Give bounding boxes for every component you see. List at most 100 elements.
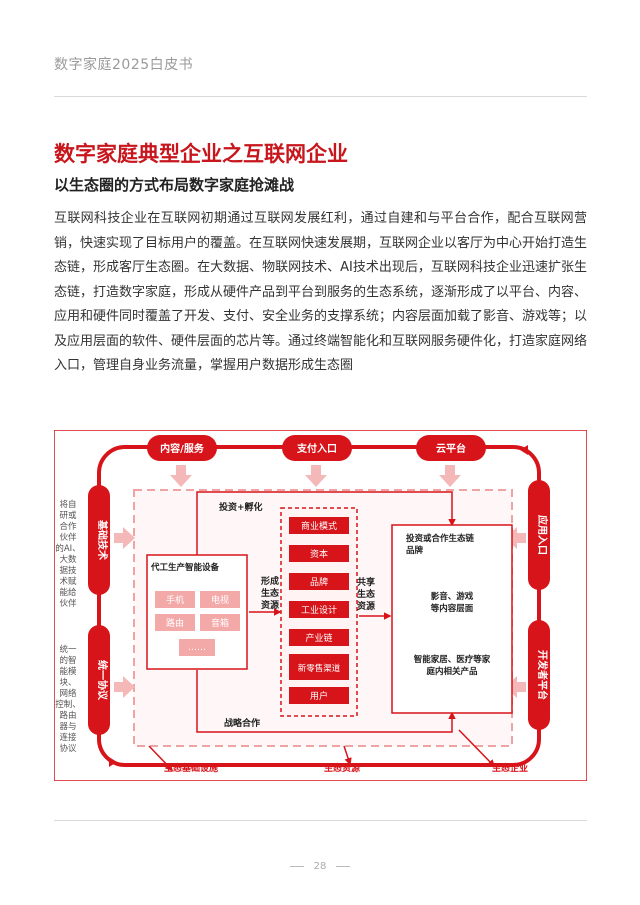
svg-text:内容/服务: 内容/服务 [160,442,205,455]
svg-text:工业设计: 工业设计 [301,604,337,616]
svg-text:支付入口: 支付入口 [296,442,337,455]
resource-users: 用户 [289,687,349,704]
svg-text:用户: 用户 [310,690,328,702]
svg-text:能给: 能给 [59,587,77,598]
svg-text:新零售渠道: 新零售渠道 [298,663,341,674]
invest-incubate-label: 投资+孵化 [219,501,263,513]
svg-text:将自: 将自 [59,499,76,510]
svg-text:影音、游戏: 影音、游戏 [431,591,474,602]
svg-text:代工生产智能设备: 代工生产智能设备 [150,562,220,573]
svg-text:统一: 统一 [59,644,77,655]
form-resources-label: 生态 [261,587,279,599]
svg-text:等内容层面: 等内容层面 [430,603,474,614]
form-resources-label: 资源 [261,599,279,611]
resource-business-model: 商业模式 [289,517,349,534]
section-subtitle: 以生态圈的方式布局数字家庭抢滩战 [54,176,295,194]
svg-text:研或: 研或 [59,510,77,521]
svg-text:投资或合作生态链: 投资或合作生态链 [406,533,475,544]
form-resources-label: 形成 [261,575,279,587]
svg-text:品牌: 品牌 [406,545,424,556]
invest-incubate-path [196,491,456,555]
resource-industry-chain: 产业链 [289,629,349,646]
pink-arrow-right-upper [505,527,526,549]
loop-arrowhead [109,757,117,767]
svg-text:庭内相关产品: 庭内相关产品 [426,666,478,677]
svg-text:的智: 的智 [59,655,76,666]
pink-arrow-left-lower [114,676,135,698]
resource-brand: 品牌 [289,573,349,590]
resource-capital: 资本 [289,545,349,562]
svg-text:协议: 协议 [59,743,77,754]
page-number-dash [289,865,304,867]
svg-text:网络: 网络 [59,688,77,699]
loop-arrowhead [520,445,528,455]
svg-text:术赋: 术赋 [59,576,77,587]
left-note-unified-modules: 统一 的智 能模 块、 网络 控制、 路由 器与 连接 协议 [55,644,81,754]
top-node-payment-entry: 支付入口 [282,435,352,461]
svg-text:……: …… [188,643,206,653]
left-note-ai-empower: 将自 研或 合作 伙伴 的AI、 大数 据技 术赋 能给 伙伴 [55,499,80,609]
share-resources-label: 共享 [357,576,375,588]
right-node-developer-platform: 开发者平台 [528,620,550,730]
header-divider [54,96,587,97]
pink-arrow-left-upper [114,527,135,549]
left-node-unified-protocol: 统一协议 [88,625,110,735]
svg-text:器与: 器与 [59,722,76,732]
left-node-basic-tech: 基础技术 [88,485,110,595]
share-resources-label: 生态 [357,588,375,600]
svg-text:连接: 连接 [59,732,77,743]
section-title: 数字家庭典型企业之互联网企业 [54,142,348,166]
bottom-label-resources: 生态资源 [324,762,360,774]
svg-text:路由: 路由 [166,617,184,629]
pink-arrow-top-1 [170,465,192,487]
svg-text:能模: 能模 [59,666,77,677]
resource-new-retail-channel: 新零售渠道 [289,654,349,680]
svg-text:电视: 电视 [211,594,229,606]
svg-text:伙伴: 伙伴 [59,532,77,543]
pink-arrow-top-2 [305,465,327,487]
svg-text:控制、: 控制、 [55,699,81,710]
arrow-to-infrastructure [148,745,174,772]
svg-text:统一协议: 统一协议 [96,660,109,701]
arrow-to-enterprises [458,729,496,768]
arrow-to-resources [343,745,352,766]
resource-industrial-design: 工业设计 [289,601,349,618]
top-node-cloud-platform: 云平台 [416,435,486,461]
ecosystem-diagram: 内容/服务 支付入口 云平台 基础技术 统一协议 应用入口 开发者平台 将自 研… [54,430,587,781]
strategic-cooperation-path [196,670,456,733]
svg-text:伙伴: 伙伴 [59,598,77,609]
svg-text:合作: 合作 [59,521,77,532]
ecosystem-enterprise-box: 投资或合作生态链 品牌 影音、游戏 等内容层面 智能家居、医疗等家 庭内相关产品 [391,524,513,714]
page-number: 28 [313,861,327,872]
svg-text:智能家居、医疗等家: 智能家居、医疗等家 [413,654,491,665]
svg-text:产业链: 产业链 [305,632,332,644]
svg-text:大数: 大数 [59,554,77,565]
svg-text:块、: 块、 [59,677,76,688]
pink-arrow-right-lower [505,676,526,698]
strategic-cooperation-label: 战略合作 [224,717,260,729]
svg-text:开发者平台: 开发者平台 [536,650,549,700]
bottom-label-enterprises: 生态企业 [492,762,528,774]
svg-text:路由: 路由 [59,710,76,721]
svg-text:商业模式: 商业模式 [301,520,337,532]
svg-text:据技: 据技 [59,565,77,576]
svg-text:云平台: 云平台 [436,442,466,455]
svg-text:资本: 资本 [310,548,328,560]
svg-text:的AI、: 的AI、 [55,543,80,554]
pink-arrow-top-3 [439,465,461,487]
svg-text:品牌: 品牌 [310,576,328,588]
svg-text:基础技术: 基础技术 [96,519,109,560]
right-node-app-entry: 应用入口 [528,480,550,590]
footer-divider [54,820,587,821]
bottom-label-infrastructure: 生态基础设施 [164,762,218,774]
share-resources-label: 资源 [357,600,375,612]
svg-text:应用入口: 应用入口 [536,515,549,555]
svg-text:手机: 手机 [166,594,184,606]
top-node-content-service: 内容/服务 [147,435,217,461]
document-header-title: 数字家庭2025白皮书 [54,57,194,73]
svg-text:音箱: 音箱 [211,617,229,629]
body-paragraph: 互联网科技企业在互联网初期通过互联网发展红利，通过自建和与平台合作，配合互联网营… [54,211,588,373]
oem-smart-devices-box: 代工生产智能设备 手机 电视 路由 音箱 …… [146,554,248,670]
page-footer: 28 [0,861,640,872]
page-number-dash [336,865,351,867]
